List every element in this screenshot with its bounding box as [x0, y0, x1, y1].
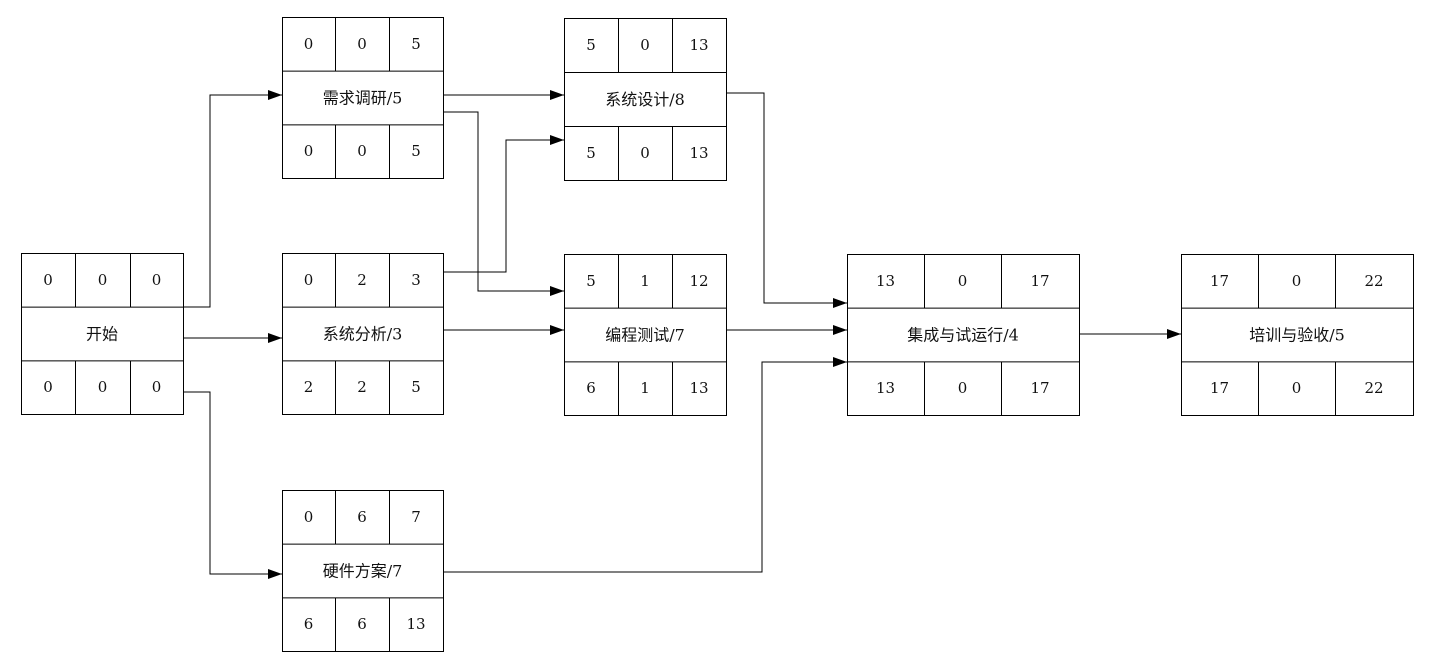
node-top-value: 5	[411, 35, 421, 53]
node-top-value: 0	[304, 35, 314, 53]
node-bottom-value: 6	[357, 615, 367, 633]
node-bottom-value: 1	[640, 379, 650, 397]
node-bottom-value: 0	[357, 142, 367, 160]
node-top-value: 5	[586, 272, 596, 290]
node-top-value: 0	[357, 35, 367, 53]
node-name: 开始	[86, 325, 118, 344]
node-bottom-value: 6	[586, 379, 596, 397]
edge-req-to-code	[443, 111, 564, 296]
node-bottom-value: 0	[304, 142, 314, 160]
edge-ana-to-des	[443, 135, 564, 273]
node-req: 0 0 5 需求调研/5 0 0 5	[282, 17, 444, 179]
node-name: 编程测试/7	[605, 326, 685, 345]
node-start: 0 0 0 开始 0 0 0	[21, 253, 184, 415]
node-box	[1181, 254, 1414, 416]
node-top-value: 0	[98, 271, 108, 289]
node-top-value: 2	[357, 271, 367, 289]
node-top-value: 17	[1210, 272, 1229, 290]
node-bottom-value: 6	[304, 615, 314, 633]
node-top-value: 5	[586, 36, 596, 54]
node-bottom-value: 2	[357, 378, 367, 396]
edges-layer	[183, 90, 1181, 579]
node-bottom-value: 0	[958, 379, 968, 397]
node-name: 系统设计/8	[605, 90, 685, 109]
edge-start-to-hw	[183, 391, 282, 579]
edge-des-to-int	[726, 92, 847, 308]
node-top-value: 22	[1364, 272, 1383, 290]
node-top-value: 0	[304, 508, 314, 526]
node-box	[21, 253, 184, 415]
node-top-value: 13	[876, 272, 895, 290]
node-box	[282, 490, 444, 652]
node-bottom-value: 5	[411, 378, 421, 396]
node-box	[564, 18, 727, 181]
node-des: 5 0 13 系统设计/8 5 0 13	[564, 18, 727, 181]
edge-start-to-req	[183, 90, 282, 308]
node-top-value: 17	[1030, 272, 1049, 290]
node-box	[564, 254, 727, 416]
node-top-value: 1	[640, 272, 650, 290]
node-bottom-value: 13	[689, 144, 708, 162]
node-top-value: 0	[640, 36, 650, 54]
node-top-value: 0	[958, 272, 968, 290]
node-top-value: 7	[411, 508, 421, 526]
node-bottom-value: 17	[1030, 379, 1049, 397]
node-top-value: 3	[411, 271, 421, 289]
node-box	[847, 254, 1080, 416]
node-top-value: 0	[43, 271, 53, 289]
node-bottom-value: 0	[152, 378, 162, 396]
node-box	[282, 17, 444, 179]
node-bottom-value: 0	[43, 378, 53, 396]
node-bottom-value: 5	[586, 144, 596, 162]
node-bottom-value: 0	[1292, 379, 1302, 397]
node-bottom-value: 5	[411, 142, 421, 160]
node-bottom-value: 2	[304, 378, 314, 396]
node-bottom-value: 13	[406, 615, 425, 633]
node-top-value: 0	[1292, 272, 1302, 290]
node-bottom-value: 0	[98, 378, 108, 396]
node-top-value: 12	[689, 272, 708, 290]
node-box	[282, 253, 444, 415]
node-int: 13 0 17 集成与试运行/4 13 0 17	[847, 254, 1080, 416]
node-bottom-value: 0	[640, 144, 650, 162]
node-top-value: 6	[357, 508, 367, 526]
node-name: 硬件方案/7	[323, 562, 403, 581]
node-name: 需求调研/5	[323, 89, 403, 108]
node-bottom-value: 17	[1210, 379, 1229, 397]
node-name: 培训与验收/5	[1249, 326, 1345, 345]
node-name: 集成与试运行/4	[907, 326, 1019, 345]
node-ana: 0 2 3 系统分析/3 2 2 5	[282, 253, 444, 415]
node-code: 5 1 12 编程测试/7 6 1 13	[564, 254, 727, 416]
node-bottom-value: 13	[689, 379, 708, 397]
node-train: 17 0 22 培训与验收/5 17 0 22	[1181, 254, 1414, 416]
edge-hw-to-int	[443, 357, 847, 573]
node-name: 系统分析/3	[323, 325, 403, 344]
node-top-value: 0	[304, 271, 314, 289]
node-hw: 0 6 7 硬件方案/7 6 6 13	[282, 490, 444, 652]
node-bottom-value: 13	[876, 379, 895, 397]
node-top-value: 0	[152, 271, 162, 289]
node-bottom-value: 22	[1364, 379, 1383, 397]
node-top-value: 13	[689, 36, 708, 54]
